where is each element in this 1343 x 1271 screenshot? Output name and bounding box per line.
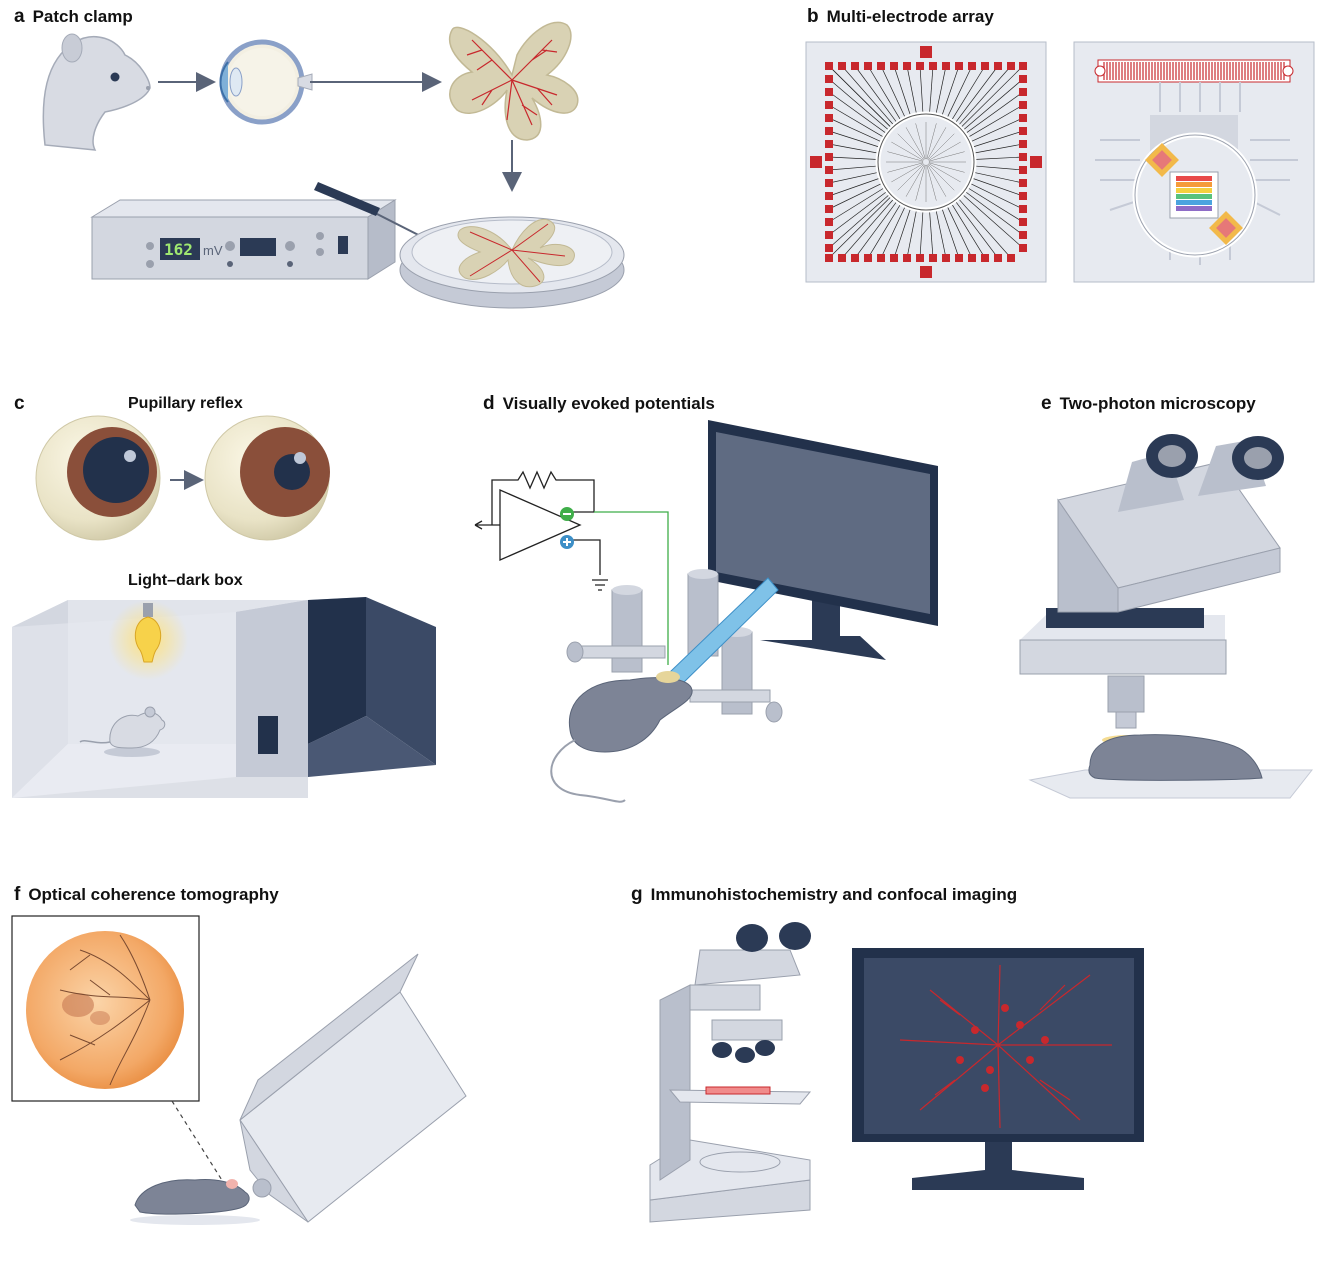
panel-b-title: b Multi-electrode array [807,6,994,28]
eye-cross-section-icon [219,39,313,125]
electrode-array-icon [805,41,1047,283]
eyepiece-right-icon [1198,436,1284,496]
pupillary-reflex-title: Pupillary reflex [128,395,243,412]
panel-c-letter: c [14,393,25,414]
op-amp-circuit-icon [474,470,669,665]
panel-d-title: d Visually evoked potentials [483,393,715,415]
oct-scanner-icon [239,953,467,1223]
retina-flatmount-icon [448,21,579,141]
amplifier-unit: mV [203,243,223,258]
mouse-head-icon [42,33,151,151]
petri-dish-icon [399,216,625,309]
inset-leader-line [171,1100,226,1186]
panel-e-text: Two-photon microscopy [1059,394,1256,413]
stimulus-monitor-icon [708,420,938,660]
neuropixel-probe-icon [1073,41,1315,283]
panel-f-title: f Optical coherence tomography [14,884,279,906]
panel-e-letter: e [1041,393,1052,414]
panel-f-text: Optical coherence tomography [28,885,279,904]
two-photon-microscope-icon [1019,434,1314,799]
panel-e-title: e Two-photon microscopy [1041,393,1256,415]
panel-b-letter: b [807,6,819,27]
light-dark-box-icon [12,597,436,798]
amplifier-readout: 162 [164,240,193,259]
confocal-microscope-icon [649,922,812,1223]
panel-a-title: a Patch clamp [14,6,133,28]
fundus-image-inset [11,915,200,1102]
eye-dilated-icon [35,415,161,541]
confocal-monitor-icon [852,948,1144,1190]
panel-g-letter: g [631,884,643,905]
panel-g-text: Immunohistochemistry and confocal imagin… [650,885,1018,904]
eyepiece-left-icon [1118,434,1198,512]
panel-a-letter: a [14,6,25,27]
panel-c-letter-label: c [14,393,33,415]
mouse-oct-icon [130,1179,260,1225]
panel-a-text: Patch clamp [32,7,133,26]
panel-b-text: Multi-electrode array [826,7,994,26]
eye-constricted-icon [204,415,330,541]
light-dark-box-title: Light–dark box [128,572,243,589]
stereotaxic-frame-icon [566,569,783,723]
mouse-icon [79,706,166,757]
panel-g-title: g Immunohistochemistry and confocal imagi… [631,884,1017,906]
panel-f-letter: f [14,884,21,905]
amplifier-icon: 162 mV [90,199,397,280]
panel-d-letter: d [483,393,495,414]
probe-rainbow-bands [1176,176,1212,211]
panel-d-text: Visually evoked potentials [502,394,715,413]
light-bulb-icon [108,600,188,680]
mouse-body-vep-icon [550,671,693,803]
